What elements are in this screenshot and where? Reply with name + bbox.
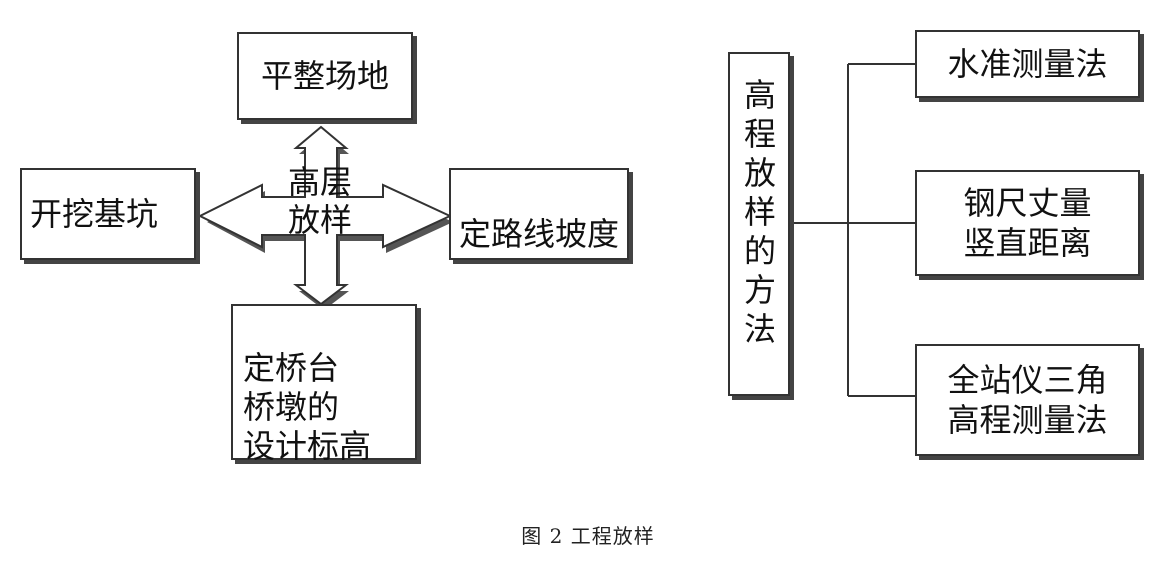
- node-left-label: 开挖基坑: [30, 195, 159, 233]
- root-label: 高程放样的方法: [743, 76, 776, 348]
- branch-node-1: 水准测量法: [915, 30, 1140, 98]
- branch-label-1: 水准测量法: [947, 45, 1108, 83]
- root-node: 高程放样的方法: [728, 52, 790, 396]
- branch-label-3: 全站仪三角 高程测量法: [947, 361, 1108, 439]
- node-left: 开挖基坑: [20, 168, 196, 260]
- branch-label-2: 钢尺丈量 竖直距离: [963, 184, 1092, 262]
- node-right-label: 定路线坡度: [459, 215, 620, 253]
- node-top: 平整场地: [237, 32, 413, 120]
- node-bottom: 定桥台 桥墩的 设计标高: [231, 304, 417, 465]
- branch-node-3: 全站仪三角 高程测量法: [915, 344, 1140, 456]
- node-top-label: 平整场地: [260, 57, 389, 95]
- node-right: 定路线坡度: [449, 168, 629, 260]
- center-label: 高层 放样: [287, 163, 352, 239]
- figure-caption: 图 2 工程放样: [521, 524, 655, 548]
- node-bottom-label: 定桥台 桥墩的 设计标高: [243, 349, 372, 466]
- branch-node-2: 钢尺丈量 竖直距离: [915, 170, 1140, 276]
